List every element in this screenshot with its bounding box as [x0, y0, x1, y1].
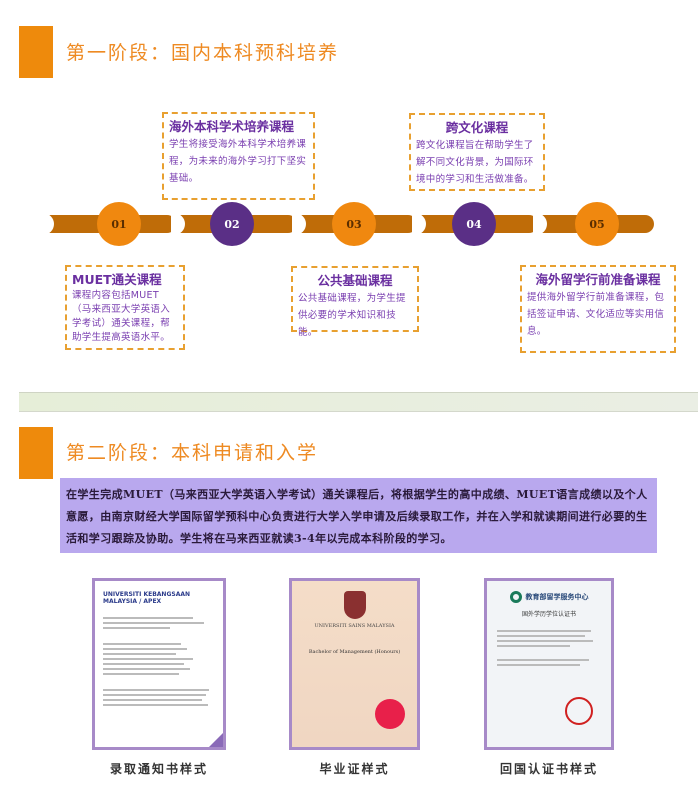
cert-header: 教育部留学服务中心: [525, 593, 589, 601]
red-stamp: [565, 697, 593, 725]
certification-caption: 回国认证书样式: [499, 762, 598, 776]
card-desc: 公共基础课程，为学生提供必要的学术知识和技能。: [298, 293, 406, 338]
card-desc: 提供海外留学行前准备课程，包括签证申请、文化适应等实用信息。: [527, 292, 665, 337]
diploma-degree: Bachelor of Management (Honours): [308, 649, 401, 655]
stage2-description-box: 在学生完成MUET（马来西亚大学英语入学考试）通关课程后，将根据学生的高中成绩、…: [60, 478, 657, 553]
section-divider: [19, 392, 698, 412]
card-predeparture: 海外留学行前准备课程 提供海外留学行前准备课程，包括签证申请、文化适应等实用信息…: [520, 265, 676, 353]
letter-header: UNIVERSITI KEBANGSAAN MALAYSIA / APEX: [103, 591, 190, 605]
card-crosscultural: 跨文化课程 跨文化课程旨在帮助学生了解不同文化背景，为国际环境中的学习和生活做准…: [409, 113, 545, 191]
card-title: 海外本科学术培养课程: [169, 119, 295, 134]
card-foundation: 公共基础课程 公共基础课程，为学生提供必要的学术知识和技能。: [291, 266, 419, 338]
timeline-notch: [533, 213, 547, 235]
card-desc: 课程内容包括MUET（马来西亚大学英语入学考试）通关课程，帮助学生提高英语水平。: [72, 290, 171, 343]
timeline-node-01: 01: [97, 202, 141, 246]
stage1-title: 第一阶段：国内本科预科培养: [66, 42, 340, 64]
certification-image: 教育部留学服务中心 国外学历学位认证书: [484, 578, 614, 750]
red-seal: [375, 699, 405, 729]
card-title: MUET通关课程: [72, 272, 162, 287]
diploma-image: UNIVERSITI SAINS MALAYSIA Bachelor of Ma…: [289, 578, 420, 750]
crest-icon: [343, 591, 366, 619]
card-title: 海外留学行前准备课程: [535, 272, 661, 287]
timeline-node-02: 02: [210, 202, 254, 246]
timeline-notch: [40, 213, 54, 235]
card-muet: MUET通关课程 课程内容包括MUET（马来西亚大学英语入学考试）通关课程，帮助…: [65, 265, 185, 350]
timeline-notch: [171, 213, 185, 235]
admission-letter-caption: 录取通知书样式: [109, 762, 208, 776]
card-desc: 学生将接受海外本科学术培养课程，为未来的海外学习打下坚实基础。: [169, 139, 307, 184]
diploma-header: UNIVERSITI SAINS MALAYSIA: [314, 623, 395, 629]
stage1-marker: [19, 26, 53, 78]
card-desc: 跨文化课程旨在帮助学生了解不同文化背景，为国际环境中的学习和生活做准备。: [416, 140, 534, 185]
stage2-description: 在学生完成MUET（马来西亚大学英语入学考试）通关课程后，将根据学生的高中成绩、…: [66, 488, 648, 545]
stage2-marker: [19, 427, 53, 479]
timeline-node-03: 03: [332, 202, 376, 246]
cscse-logo-icon: [509, 591, 522, 603]
card-title: 公共基础课程: [317, 273, 393, 288]
card-academic: 海外本科学术培养课程 学生将接受海外本科学术培养课程，为未来的海外学习打下坚实基…: [162, 112, 315, 200]
cert-subheader: 国外学历学位认证书: [521, 611, 576, 618]
timeline-notch: [412, 213, 426, 235]
diploma-caption: 毕业证样式: [319, 762, 390, 776]
stage2-title: 第二阶段：本科申请和入学: [66, 442, 319, 464]
timeline-node-05: 05: [575, 202, 619, 246]
timeline-notch: [292, 213, 306, 235]
timeline-node-04: 04: [452, 202, 496, 246]
admission-letter-image: UNIVERSITI KEBANGSAAN MALAYSIA / APEX: [92, 578, 226, 750]
card-title: 跨文化课程: [445, 120, 509, 135]
